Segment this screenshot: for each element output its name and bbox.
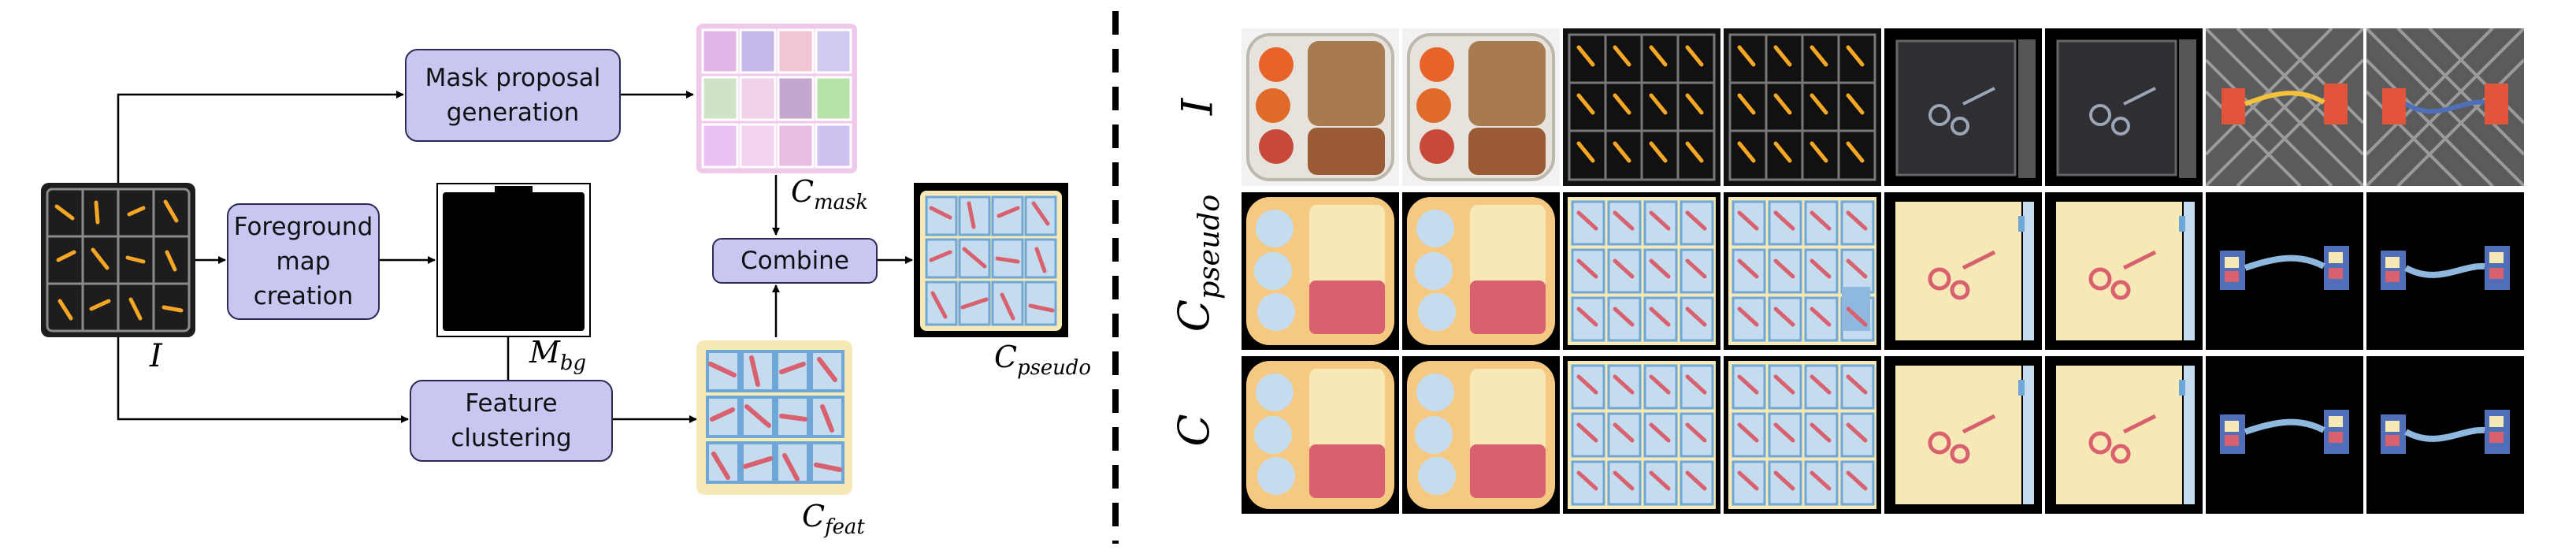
grid-cell-pseudo-bag-2: [2045, 192, 2203, 350]
grid-cell-pseudo-screwbox-2: [1724, 192, 1881, 350]
mask-proposal-generation-box: Mask proposal generation: [405, 49, 621, 142]
background-mask-symbol-label: Mbg: [529, 337, 586, 374]
pseudo-label-output-thumbnail: [914, 183, 1068, 337]
grid-cell-input-cable-1: [2206, 28, 2363, 186]
grid-cell-pseudo-lunchbox-2: [1402, 192, 1560, 350]
pseudo-symbol-base: C: [994, 340, 1018, 374]
row-label-prediction-base: C: [1169, 414, 1219, 447]
grid-cell-prediction-screwbox-1: [1563, 356, 1720, 514]
feat-symbol-base: C: [802, 499, 826, 533]
bg-symbol-base: M: [529, 335, 560, 370]
row-label-pseudo-base: C: [1169, 299, 1219, 333]
grid-cell-pseudo-lunchbox-1: [1242, 192, 1399, 350]
row-label-input: I: [1173, 68, 1223, 147]
row-label-pseudo-sub: pseudo: [1191, 194, 1226, 299]
row-label-pseudo: Cpseudo: [1169, 177, 1226, 350]
grid-cell-input-bag-1: [1884, 28, 2042, 186]
feature-clustering-output-thumbnail: [696, 340, 852, 495]
feature-clustering-box: Feature clustering: [410, 380, 613, 462]
grid-cell-prediction-bag-1: [1884, 356, 2042, 514]
grid-cell-pseudo-screwbox-1: [1563, 192, 1720, 350]
pseudo-symbol-sub: pseudo: [1017, 356, 1091, 381]
mask-symbol-label: Cmask: [791, 177, 868, 214]
grid-cell-pseudo-cable-2: [2366, 192, 2524, 350]
dashed-divider: [1112, 11, 1119, 544]
grid-cell-prediction-bag-2: [2045, 356, 2203, 514]
row-label-prediction: C: [1169, 391, 1226, 470]
grid-cell-input-cable-2: [2366, 28, 2524, 186]
grid-cell-prediction-cable-2: [2366, 356, 2524, 514]
grid-cell-prediction-lunchbox-1: [1242, 356, 1399, 514]
grid-cell-prediction-screwbox-2: [1724, 356, 1881, 514]
combine-box: Combine: [712, 238, 878, 284]
grid-cell-prediction-lunchbox-2: [1402, 356, 1560, 514]
grid-cell-prediction-cable-1: [2206, 356, 2363, 514]
grid-cell-input-bag-2: [2045, 28, 2203, 186]
mask-proposal-output-thumbnail: [695, 22, 859, 175]
row-label-input-base: I: [1172, 98, 1223, 116]
grid-cell-input-screwbox-2: [1724, 28, 1881, 186]
foreground-map-creation-box: Foreground map creation: [227, 203, 380, 320]
mask-symbol-base: C: [791, 174, 815, 209]
pipeline-arrows: [117, 91, 913, 423]
feat-symbol-sub: feat: [825, 515, 865, 540]
mask-symbol-sub: mask: [814, 191, 868, 215]
feat-symbol-label: Cfeat: [802, 501, 865, 538]
grid-cell-input-lunchbox-1: [1242, 28, 1399, 186]
bg-symbol-sub: bg: [559, 351, 586, 376]
background-mask-thumbnail: [436, 183, 591, 337]
input-symbol: I: [150, 338, 162, 374]
pseudo-symbol-label: Cpseudo: [994, 342, 1091, 379]
input-image-thumbnail: [41, 183, 195, 337]
grid-cell-pseudo-cable-1: [2206, 192, 2363, 350]
results-grid: [1242, 28, 2524, 520]
input-symbol-label: I: [150, 340, 162, 372]
grid-cell-pseudo-bag-1: [1884, 192, 2042, 350]
grid-cell-input-screwbox-1: [1563, 28, 1720, 186]
grid-cell-input-lunchbox-2: [1402, 28, 1560, 186]
